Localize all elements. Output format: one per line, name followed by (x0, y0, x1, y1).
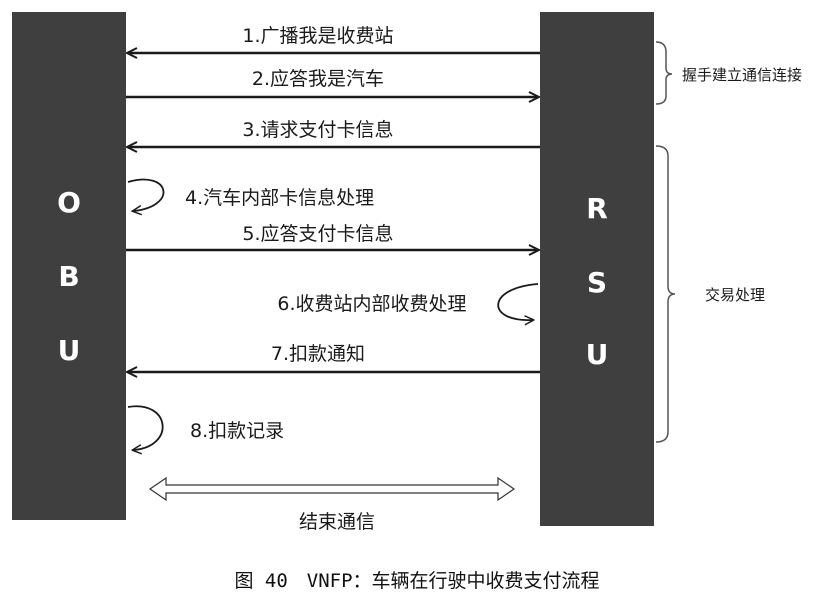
figure-caption: 图 40 VNFP：车辆在行驶中收费支付流程 (234, 570, 600, 592)
phase-label: 交易处理 (705, 286, 765, 304)
message-label: 6.收费站内部收费处理 (277, 293, 466, 315)
rsu-block (540, 12, 654, 526)
message-label: 5.应答支付卡信息 (242, 223, 393, 245)
rsu-letter: R (586, 192, 608, 225)
message-label: 8.扣款记录 (190, 420, 284, 442)
rsu-letter: U (586, 338, 609, 371)
phase-brace (655, 41, 673, 105)
message-label: 7.扣款通知 (271, 343, 365, 365)
self-loop-arrow (127, 178, 165, 211)
obu-block (12, 12, 126, 520)
message-label: 2.应答我是汽车 (252, 68, 384, 90)
rsu-letter: S (587, 266, 607, 299)
message-label: 1.广播我是收费站 (242, 25, 393, 47)
obu-letter: O (57, 186, 81, 219)
end-communication-arrow (148, 476, 516, 502)
phase-label: 握手建立通信连接 (682, 66, 802, 84)
end-label: 结束通信 (299, 511, 375, 533)
message-label: 3.请求支付卡信息 (242, 119, 393, 141)
self-loop-arrow (497, 283, 539, 320)
message-label: 4.汽车内部卡信息处理 (185, 187, 374, 209)
self-loop-arrow (127, 405, 164, 450)
phase-brace (655, 145, 676, 443)
obu-letter: B (58, 260, 79, 293)
obu-letter: U (58, 334, 81, 367)
